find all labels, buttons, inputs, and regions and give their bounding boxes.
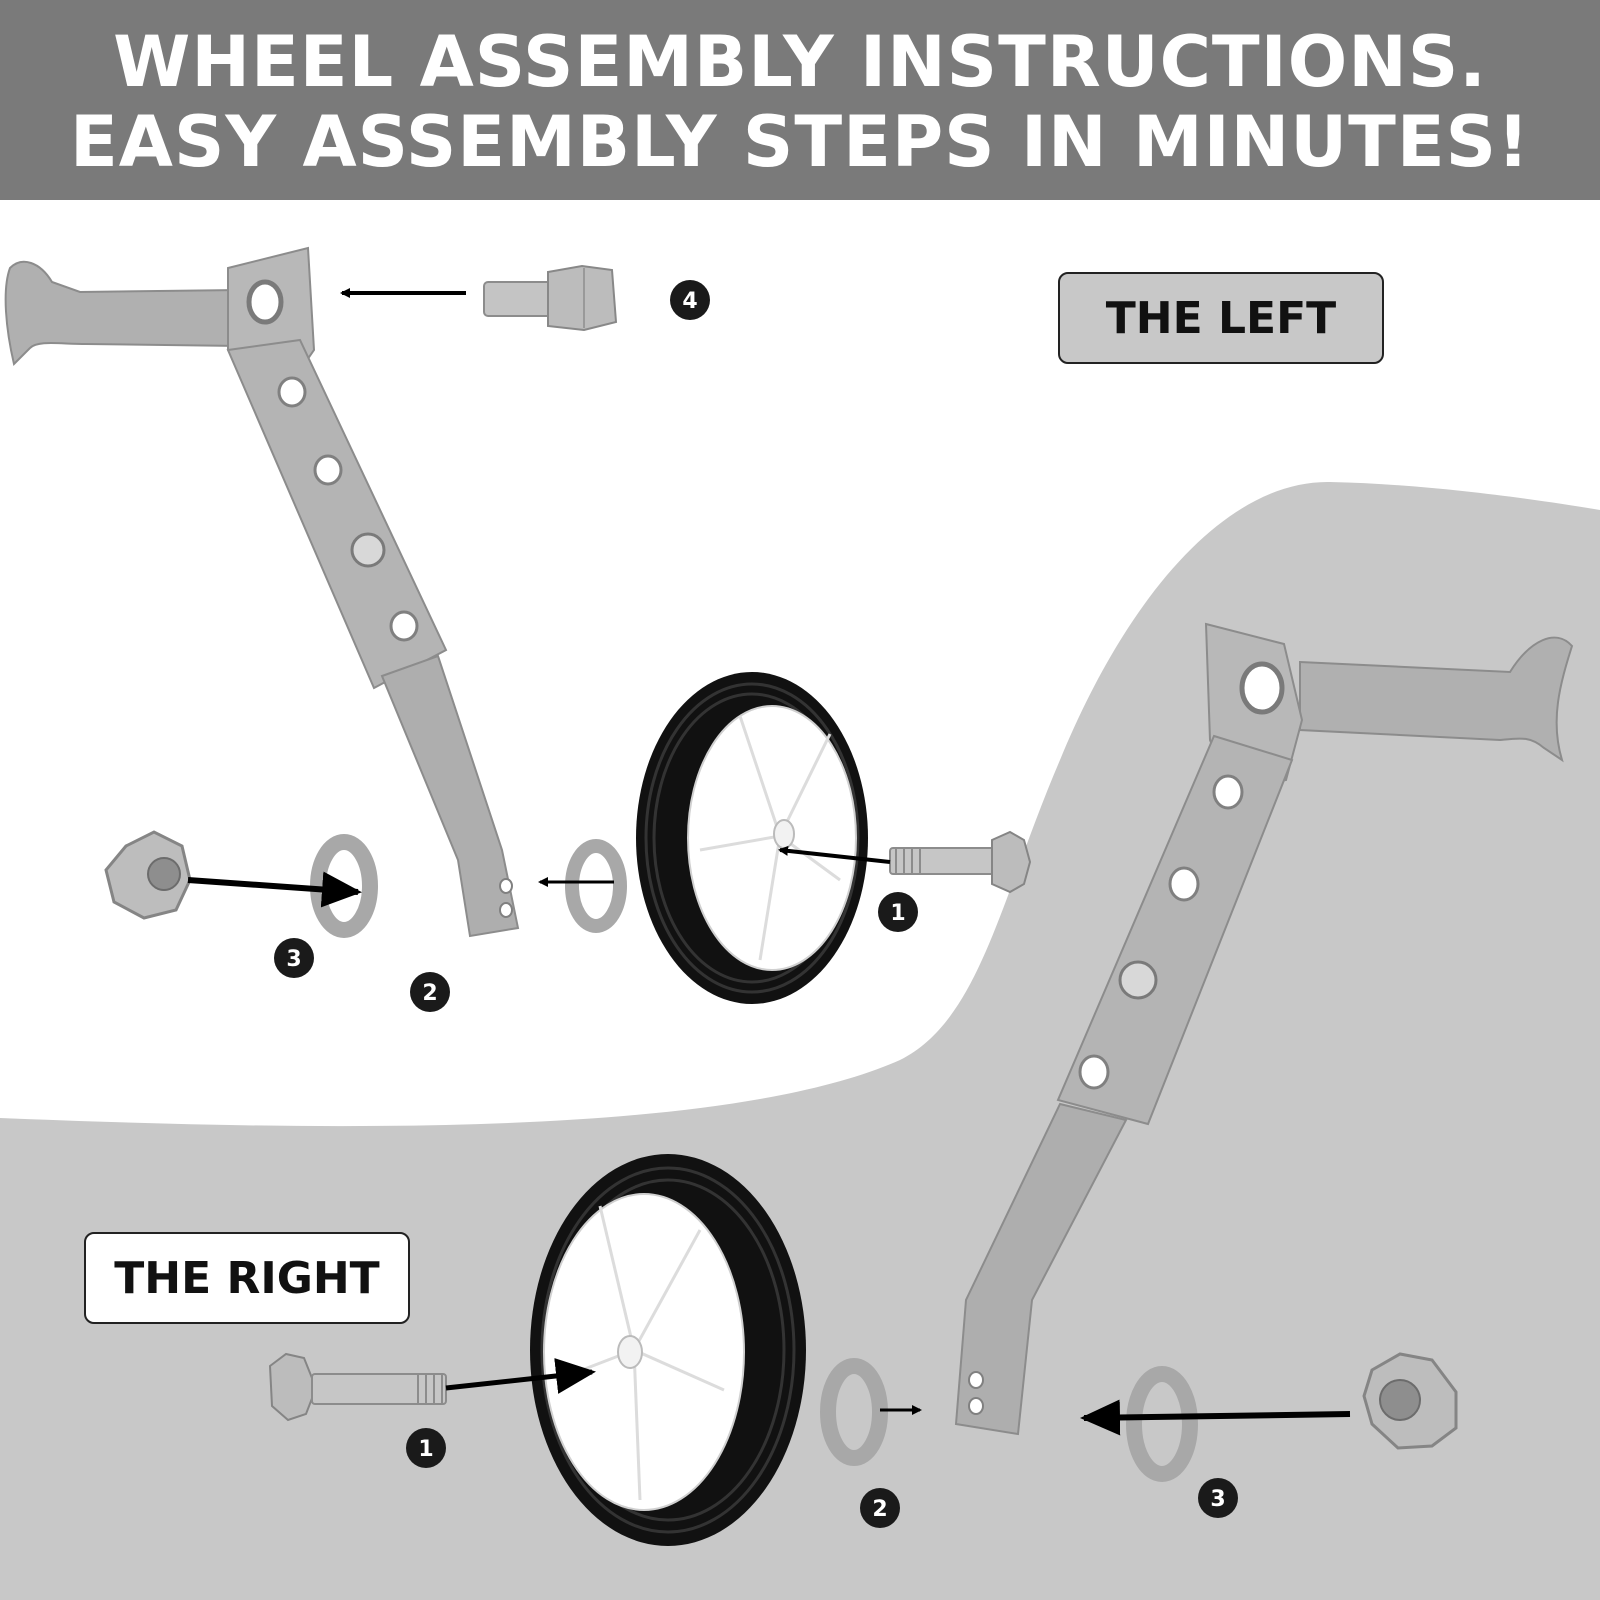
svg-text:3: 3 <box>286 947 301 972</box>
svg-text:1: 1 <box>418 1437 433 1462</box>
bracket-hole <box>1168 866 1200 902</box>
right-inner-washer <box>820 1358 888 1466</box>
bracket-end-hole <box>968 1371 984 1389</box>
step-badge-2-left: 2 <box>410 972 450 1012</box>
left-inner-washer <box>565 839 627 933</box>
left-training-wheel <box>636 672 868 1004</box>
left-outer-washer <box>310 834 378 938</box>
left-lock-nut <box>104 830 192 920</box>
right-axle-bolt <box>268 1352 447 1422</box>
step-badge-3-right: 3 <box>1198 1478 1238 1518</box>
right-side-label: THE RIGHT <box>84 1232 410 1324</box>
left-adapter-bolt <box>483 264 618 332</box>
step-badge-3-left: 3 <box>274 938 314 978</box>
svg-text:2: 2 <box>872 1497 887 1522</box>
bracket-end-hole <box>499 878 513 894</box>
step-badge-4: 4 <box>670 280 710 320</box>
step-badge-1-left: 1 <box>878 892 918 932</box>
right-lock-nut <box>1362 1352 1458 1450</box>
right-outer-washer <box>1126 1366 1198 1482</box>
arrow-step-3 <box>1080 1399 1351 1436</box>
svg-text:2: 2 <box>422 981 437 1006</box>
header-banner: WHEEL ASSEMBLY INSTRUCTIONS. EASY ASSEMB… <box>0 0 1600 200</box>
svg-text:3: 3 <box>1210 1487 1225 1512</box>
bracket-hole <box>277 376 307 408</box>
gray-background-shape <box>0 481 1600 1600</box>
arrow-step-3 <box>187 871 362 908</box>
left-side-label: THE LEFT <box>1058 272 1384 364</box>
header-title-line-1: WHEEL ASSEMBLY INSTRUCTIONS. <box>113 21 1487 103</box>
left-axle-bolt <box>889 830 1032 894</box>
bracket-screw <box>350 532 386 568</box>
right-training-wheel <box>530 1154 806 1546</box>
bracket-mount-hole <box>246 279 284 325</box>
right-bracket <box>954 622 1574 1436</box>
arrow-step-1 <box>445 1358 596 1394</box>
arrow-step-1 <box>778 845 891 864</box>
bracket-hole <box>1212 774 1244 810</box>
bracket-end-hole <box>499 902 513 918</box>
header-title-line-2: EASY ASSEMBLY STEPS IN MINUTES! <box>69 101 1531 183</box>
svg-text:1: 1 <box>890 901 905 926</box>
svg-text:4: 4 <box>682 289 697 314</box>
left-bracket <box>4 246 520 938</box>
step-badge-2-right: 2 <box>860 1488 900 1528</box>
bracket-mount-hole <box>1239 661 1285 715</box>
step-badge-1-right: 1 <box>406 1428 446 1468</box>
bracket-screw <box>1118 960 1158 1000</box>
bracket-end-hole <box>968 1397 984 1415</box>
bracket-hole <box>313 454 343 486</box>
bracket-hole <box>1078 1054 1110 1090</box>
bracket-hole <box>389 610 419 642</box>
